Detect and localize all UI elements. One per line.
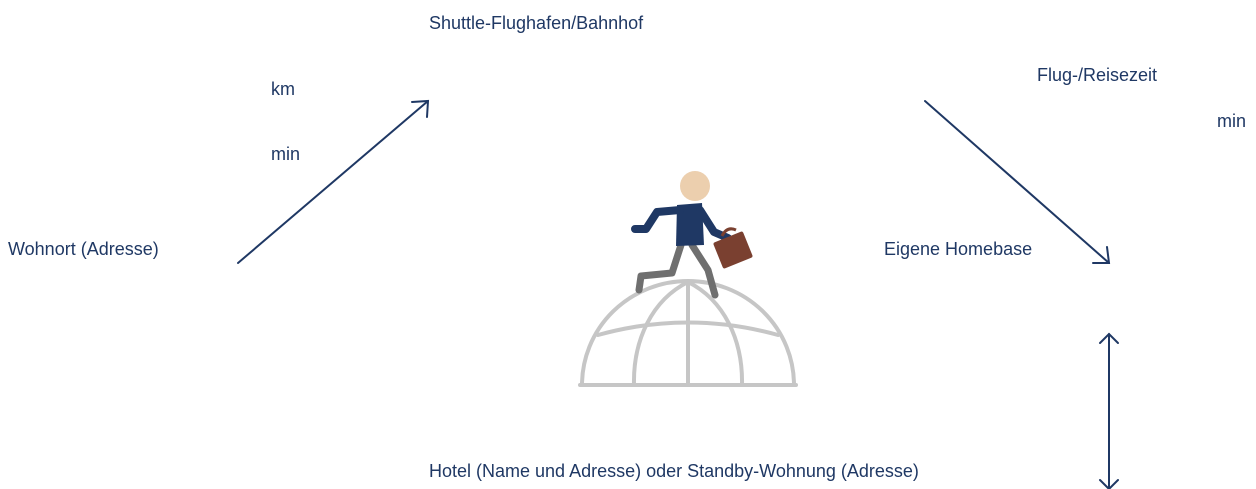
arrow-up-right-icon <box>238 101 428 263</box>
double-arrow-vertical-icon <box>1100 334 1118 489</box>
businessman-head-icon <box>680 171 710 201</box>
businessman-on-globe-icon <box>580 171 796 385</box>
businessman-suit-icon <box>635 203 728 246</box>
arrow-down-right-icon <box>925 101 1109 263</box>
globe-icon <box>580 281 796 385</box>
